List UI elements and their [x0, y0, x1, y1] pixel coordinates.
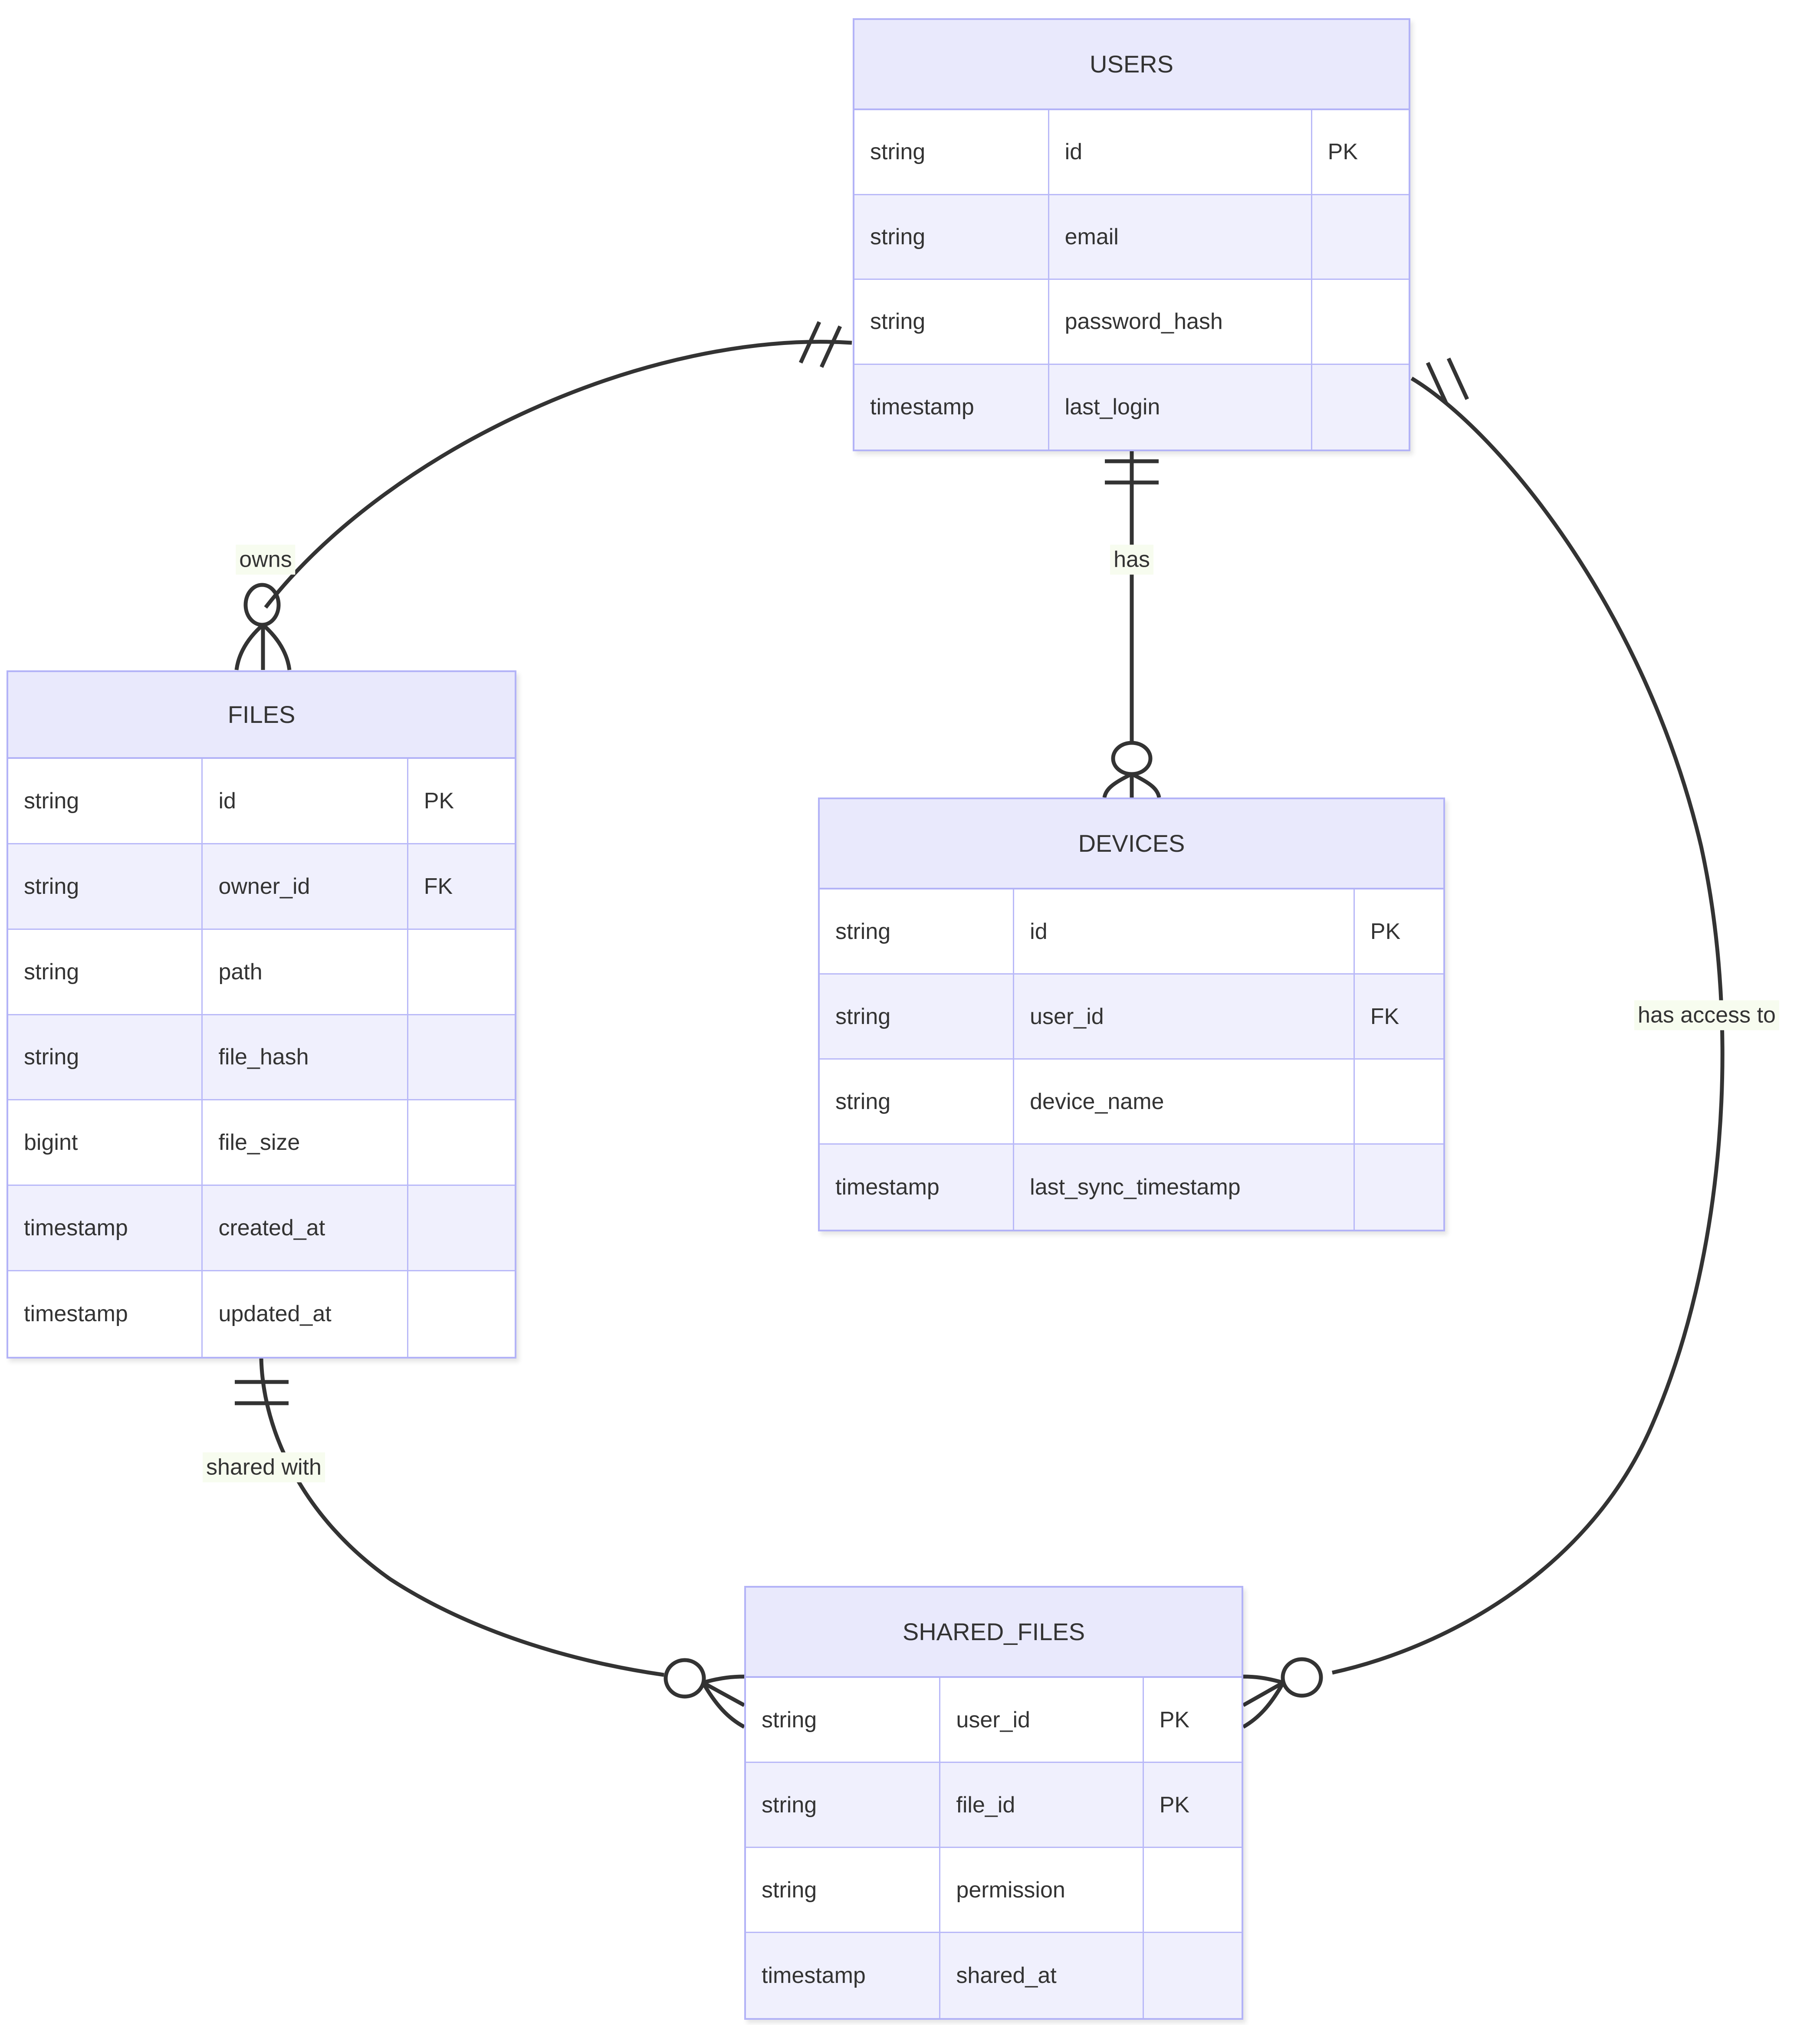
attribute-key: PK [424, 788, 454, 814]
attribute-type: string [854, 280, 1049, 364]
attribute-name: updated_at [203, 1271, 408, 1357]
attribute-type: string [746, 1848, 941, 1932]
attribute-key [408, 1186, 515, 1270]
entity-title-files: FILES [8, 672, 515, 759]
attribute-name: last_login [1049, 364, 1312, 450]
attribute-name: password_hash [1049, 280, 1312, 364]
attribute-type: string [854, 195, 1049, 279]
relationship-edge-has [1102, 451, 1161, 798]
attribute-name: file_hash [203, 1015, 408, 1099]
entity-title-users: USERS [854, 20, 1409, 110]
attribute-type: string [8, 929, 203, 1014]
attribute-type: timestamp [820, 1145, 1015, 1230]
entity-title-devices: DEVICES [820, 799, 1443, 889]
attribute-type: string [854, 110, 1049, 194]
attribute-name: user_id [1014, 975, 1355, 1058]
attribute-type: timestamp [8, 1271, 203, 1357]
attribute-name: user_id [940, 1678, 1144, 1762]
attribute-key [1355, 1060, 1443, 1143]
attribute-name: device_name [1014, 1060, 1355, 1143]
relationship-label-has: has [1110, 545, 1153, 575]
attribute-key: PK [1159, 1792, 1190, 1818]
attribute-name: id [1049, 110, 1312, 194]
relationship-label-shared_with: shared with [203, 1452, 325, 1483]
attribute-type: string [8, 1015, 203, 1099]
attribute-key: PK [1370, 919, 1401, 944]
attribute-type: string [820, 1060, 1015, 1143]
attribute-key [1144, 1933, 1242, 2018]
attribute-name: shared_at [940, 1933, 1144, 2018]
attribute-key: PK [1327, 139, 1358, 165]
attribute-type: string [8, 844, 203, 929]
attribute-key [1312, 365, 1409, 450]
attribute-type: bigint [8, 1100, 203, 1185]
attribute-key [408, 930, 515, 1014]
attribute-type: string [8, 759, 203, 843]
relationship-label-owns: owns [236, 545, 296, 575]
attribute-key: PK [1159, 1707, 1190, 1733]
attribute-type: string [820, 889, 1015, 973]
attribute-type: timestamp [746, 1933, 941, 2018]
attribute-name: last_sync_timestamp [1014, 1145, 1355, 1230]
attribute-key [408, 1015, 515, 1099]
attribute-name: id [203, 759, 408, 843]
attribute-key [1312, 280, 1409, 364]
attribute-name: id [1014, 889, 1355, 973]
entity-title-shared_files: SHARED_FILES [746, 1588, 1242, 1678]
attribute-type: timestamp [8, 1186, 203, 1270]
relationship-edge-shared-with [235, 1358, 746, 1729]
relationship-edge-owns [234, 321, 852, 670]
attribute-key [408, 1100, 515, 1185]
attribute-type: timestamp [854, 364, 1049, 450]
attribute-key: FK [1370, 1004, 1399, 1029]
relationship-label-has_access_to: has access to [1634, 1000, 1779, 1031]
attribute-key [1144, 1848, 1242, 1932]
attribute-name: created_at [203, 1186, 408, 1270]
attribute-type: string [820, 975, 1015, 1058]
attribute-name: path [203, 929, 408, 1014]
attribute-name: owner_id [203, 844, 408, 929]
attribute-name: permission [940, 1848, 1144, 1932]
attribute-type: string [746, 1678, 941, 1762]
attribute-key [408, 1271, 515, 1357]
attribute-key [1355, 1145, 1443, 1230]
attribute-type: string [746, 1763, 941, 1847]
attribute-name: file_size [203, 1100, 408, 1185]
attribute-key [1312, 195, 1409, 279]
attribute-name: email [1049, 195, 1312, 279]
attribute-name: file_id [940, 1763, 1144, 1847]
attribute-key: FK [424, 873, 453, 899]
